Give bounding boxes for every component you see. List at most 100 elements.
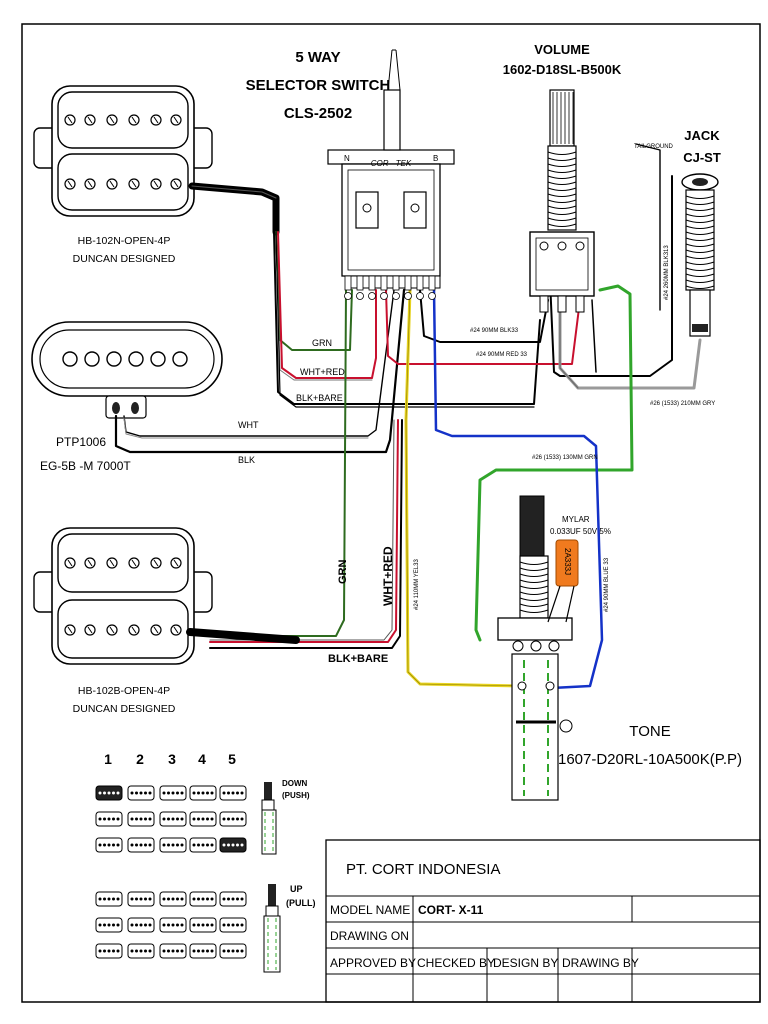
capacitor-code: 2A333J — [563, 548, 572, 575]
position-5: 5 — [228, 751, 236, 767]
mini-pole — [103, 817, 106, 821]
pole-slot — [87, 626, 93, 634]
bridge-humbucker — [33, 527, 213, 665]
capacitor-label-2: 0.033UF 50V 5% — [550, 527, 611, 536]
solder-point — [344, 292, 352, 300]
mini-pole — [116, 923, 120, 927]
thread-line — [685, 255, 715, 259]
mini-pole — [180, 897, 184, 901]
mini-pole — [135, 843, 138, 847]
mini-pole — [112, 923, 115, 927]
mini-pole — [144, 923, 147, 927]
mini-pole — [112, 843, 115, 847]
mini-pole — [171, 843, 175, 847]
model-name-value: CORT- X-11 — [418, 903, 484, 917]
neck-humbucker — [33, 85, 213, 217]
thread-line — [547, 175, 577, 179]
mini-pole — [180, 817, 184, 821]
mini-pole — [222, 843, 226, 847]
mini-pole — [107, 843, 111, 847]
mini-pole — [197, 923, 200, 927]
mini-pole — [227, 791, 230, 795]
wire-label-red-90: #24 90MM RED 33 — [476, 352, 528, 358]
thread-line — [685, 249, 715, 253]
volume-part: 1602-D18SL-B500K — [503, 62, 622, 77]
pole-slot — [67, 116, 73, 124]
mini-pole — [148, 923, 152, 927]
mini-pole — [240, 923, 244, 927]
mini-pole — [222, 817, 226, 821]
company-name: PT. CORT INDONESIA — [346, 861, 500, 878]
wire-label-blk-90: #24 90MM BLK33 — [470, 328, 519, 334]
thread-line — [685, 279, 715, 283]
mini-pole — [148, 817, 152, 821]
switch-lug — [404, 275, 412, 291]
mini-pole — [227, 949, 230, 953]
thread-line — [685, 243, 715, 247]
thread-line — [547, 181, 577, 185]
mini-pole — [103, 949, 106, 953]
mini-pole — [130, 923, 134, 927]
mini-pole — [192, 791, 196, 795]
mini-pole — [231, 923, 235, 927]
mini-pole — [167, 923, 170, 927]
mini-pole — [112, 791, 115, 795]
pole-slot — [67, 626, 73, 634]
mini-pole — [176, 843, 179, 847]
thread-line — [547, 193, 577, 197]
mini-pole — [112, 817, 115, 821]
switch-lug — [380, 275, 388, 291]
position-3: 3 — [168, 751, 176, 767]
pole-slot — [153, 559, 159, 567]
pole-piece — [150, 351, 166, 367]
thread-line — [685, 237, 715, 241]
thread-line — [547, 223, 577, 227]
mini-pole — [197, 791, 200, 795]
mini-pole — [201, 897, 205, 901]
switch-lugs — [344, 275, 436, 300]
pole-slot — [131, 180, 137, 188]
mini-pole — [116, 843, 120, 847]
mini-pole — [116, 949, 120, 953]
wire-label-wht-red-vertical: WHT+RED — [381, 546, 395, 606]
mini-pole — [107, 949, 111, 953]
mini-pole — [162, 949, 166, 953]
mini-pole — [103, 791, 106, 795]
mini-pole — [206, 791, 209, 795]
wire-label-blk-bare: BLK+BARE — [296, 393, 343, 403]
mini-pole — [231, 817, 235, 821]
mini-pole — [236, 843, 239, 847]
wire-label-grn: GRN — [312, 338, 332, 348]
pole-slot — [109, 180, 115, 188]
mini-pole — [180, 949, 184, 953]
switch-lug — [368, 275, 376, 291]
mini-pole — [103, 843, 106, 847]
mini-pole — [171, 949, 175, 953]
solder-point — [380, 292, 388, 300]
thread-line — [519, 591, 549, 595]
mini-pole — [103, 897, 106, 901]
thread-line — [685, 219, 715, 223]
mini-pole — [201, 949, 205, 953]
pole-slot — [67, 559, 73, 567]
mini-pole — [144, 897, 147, 901]
mini-pole — [227, 817, 230, 821]
mini-pole — [148, 897, 152, 901]
drawing-on-label: DRAWING ON — [330, 929, 409, 943]
thread-line — [547, 211, 577, 215]
mini-pole — [210, 817, 214, 821]
position-2: 2 — [136, 751, 144, 767]
pole-slot — [173, 180, 179, 188]
mini-pole — [240, 949, 244, 953]
mini-pole — [148, 949, 152, 953]
thread-line — [547, 199, 577, 203]
mini-pole — [231, 897, 235, 901]
middle-single-coil — [31, 321, 223, 419]
mini-pole — [180, 791, 184, 795]
thread-line — [547, 187, 577, 191]
mini-pole — [167, 897, 170, 901]
thread-line — [519, 579, 549, 583]
mini-pole — [148, 843, 152, 847]
mini-pole — [236, 923, 239, 927]
switch-n-marker: N — [344, 154, 350, 163]
